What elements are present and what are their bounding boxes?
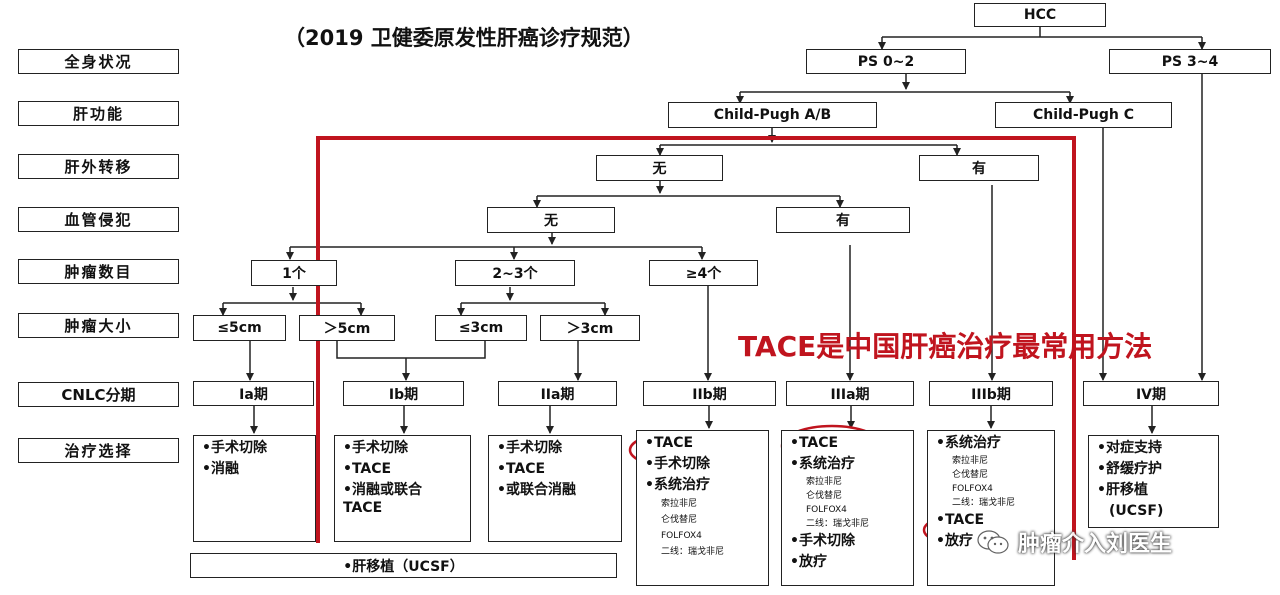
treatment-iv: •对症支持 •舒缓疗护 •肝移植 (UCSF): [1088, 435, 1219, 528]
drug-item: 索拉非尼: [661, 499, 698, 509]
row-label-tumor-size: 肿瘤大小: [18, 313, 179, 338]
diagram-title: （2019 卫健委原发性肝癌诊疗规范）: [284, 26, 644, 50]
drug-item: FOLFOX4: [806, 505, 847, 515]
treatment-ia: •手术切除 •消融: [193, 435, 316, 542]
node-tumor-count-4-plus: ≥4个: [649, 260, 758, 286]
drug-item: 索拉非尼: [952, 456, 989, 466]
drug-item: 仑伐替尼: [952, 470, 989, 480]
drug-item: 仑伐替尼: [806, 491, 843, 501]
drug-item: 索拉非尼: [806, 477, 843, 487]
stage-ia: Ia期: [193, 381, 314, 406]
row-label-cnlc-stage: CNLC分期: [18, 382, 179, 407]
watermark: 肿瘤介入刘医生: [976, 526, 1172, 558]
node-vascular-yes: 有: [776, 207, 910, 233]
treatment-item: •或联合消融: [497, 482, 576, 498]
treatment-item: •消融: [202, 461, 239, 477]
stage-iib: IIb期: [643, 381, 776, 406]
treatment-ib: •手术切除 •TACE •消融或联合 TACE: [334, 435, 471, 542]
treatment-item: •手术切除: [645, 456, 710, 472]
stage-iia: IIa期: [498, 381, 617, 406]
row-label-general-status: 全身状况: [18, 49, 179, 74]
row-label-liver-function: 肝功能: [18, 101, 179, 126]
node-size-le-5cm: ≤5cm: [193, 315, 286, 341]
node-ps-0-2: PS 0~2: [806, 49, 966, 74]
row-label-vascular: 血管侵犯: [18, 207, 179, 232]
treatment-item: •TACE: [790, 435, 839, 451]
treatment-item: •手术切除: [202, 440, 267, 456]
treatment-item: •肝移植: [1097, 482, 1148, 498]
stage-iiib: IIIb期: [929, 381, 1053, 406]
treatment-item: •对症支持: [1097, 440, 1162, 456]
node-ps-3-4: PS 3~4: [1109, 49, 1271, 74]
drug-item: 二线：瑞戈非尼: [661, 547, 725, 557]
treatment-item: •手术切除: [790, 533, 855, 549]
drug-item: 二线：瑞戈非尼: [952, 498, 1016, 508]
treatment-item: •TACE: [645, 435, 694, 451]
treatment-item: (UCSF): [1109, 503, 1164, 519]
node-hcc: HCC: [974, 3, 1106, 27]
treatment-item: •放疗: [936, 533, 973, 549]
treatment-item: •系统治疗: [790, 456, 855, 472]
treatment-item: •TACE: [343, 461, 392, 477]
node-tumor-count-1: 1个: [251, 260, 337, 286]
stage-iv: IV期: [1083, 381, 1219, 406]
node-tumor-count-2-3: 2~3个: [455, 260, 575, 286]
node-vascular-none: 无: [487, 207, 615, 233]
row-label-extrahepatic: 肝外转移: [18, 154, 179, 179]
highlight-text: TACE是中国肝癌治疗最常用方法: [738, 330, 1153, 363]
treatment-item: •舒缓疗护: [1097, 461, 1162, 477]
treatment-item: •手术切除: [497, 440, 562, 456]
drug-item: 二线：瑞戈非尼: [806, 519, 870, 529]
treatment-iib: •TACE •手术切除 •系统治疗 索拉非尼 仑伐替尼 FOLFOX4 二线：瑞…: [636, 430, 769, 586]
treatment-item: •系统治疗: [936, 435, 1001, 451]
node-size-gt-3cm: ＞3cm: [540, 315, 640, 341]
node-child-pugh-ab: Child-Pugh A/B: [668, 102, 877, 128]
treatment-item: •手术切除: [343, 440, 408, 456]
node-extrahepatic-none: 无: [596, 155, 723, 181]
treatment-item: •TACE: [497, 461, 546, 477]
treatment-item: TACE: [343, 500, 383, 516]
wechat-icon: [977, 530, 1009, 554]
treatment-iiib: •系统治疗 索拉非尼 仑伐替尼 FOLFOX4 二线：瑞戈非尼 •TACE •放…: [927, 430, 1055, 586]
treatment-iiia: •TACE •系统治疗 索拉非尼 仑伐替尼 FOLFOX4 二线：瑞戈非尼 •手…: [781, 430, 914, 586]
stage-iiia: IIIa期: [786, 381, 914, 406]
treatment-item: •系统治疗: [645, 477, 710, 493]
node-extrahepatic-yes: 有: [919, 155, 1039, 181]
treatment-iia: •手术切除 •TACE •或联合消融: [488, 435, 622, 542]
row-label-treatment: 治疗选择: [18, 438, 179, 463]
drug-item: 仑伐替尼: [661, 515, 698, 525]
treatment-item: •TACE: [936, 512, 985, 528]
node-size-gt-5cm: ＞5cm: [299, 315, 395, 341]
drug-item: FOLFOX4: [661, 531, 702, 541]
watermark-text: 肿瘤介入刘医生: [1018, 532, 1173, 557]
stage-ib: Ib期: [343, 381, 464, 406]
transplant-bar: •肝移植（UCSF）: [190, 553, 617, 578]
treatment-item: •消融或联合: [343, 482, 422, 498]
node-size-le-3cm: ≤3cm: [435, 315, 527, 341]
row-label-tumor-number: 肿瘤数目: [18, 259, 179, 284]
node-child-pugh-c: Child-Pugh C: [995, 102, 1172, 128]
treatment-item: •放疗: [790, 554, 827, 570]
drug-item: FOLFOX4: [952, 484, 993, 494]
